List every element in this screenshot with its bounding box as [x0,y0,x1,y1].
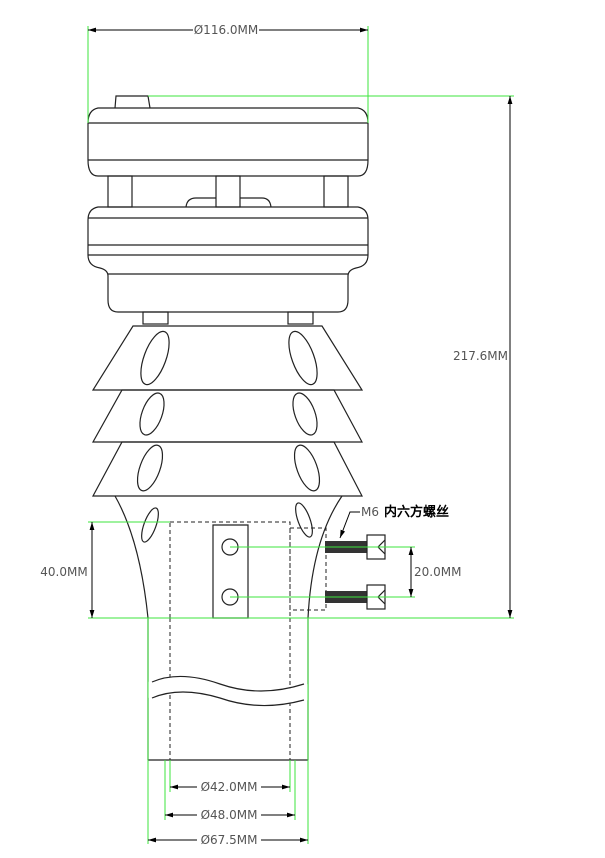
inner-pipe-diameter-label: Ø42.0MM [201,780,258,794]
total-height-label: 217.6MM [453,349,508,363]
sensor-body [87,95,369,761]
mount-height-label: 40.0MM [40,565,87,579]
screw-spacing-label: 20.0MM [414,565,461,579]
base-diameter-label: Ø67.5MM [201,833,258,847]
extension-lines [87,26,514,844]
hex-screws [325,511,386,610]
pipe-diameter-label: Ø48.0MM [201,808,258,822]
screw-type-label: 内六方螺丝 [384,504,449,520]
screw-size-label: M6 [361,505,379,519]
top-diameter-label: Ø116.0MM [194,23,259,37]
